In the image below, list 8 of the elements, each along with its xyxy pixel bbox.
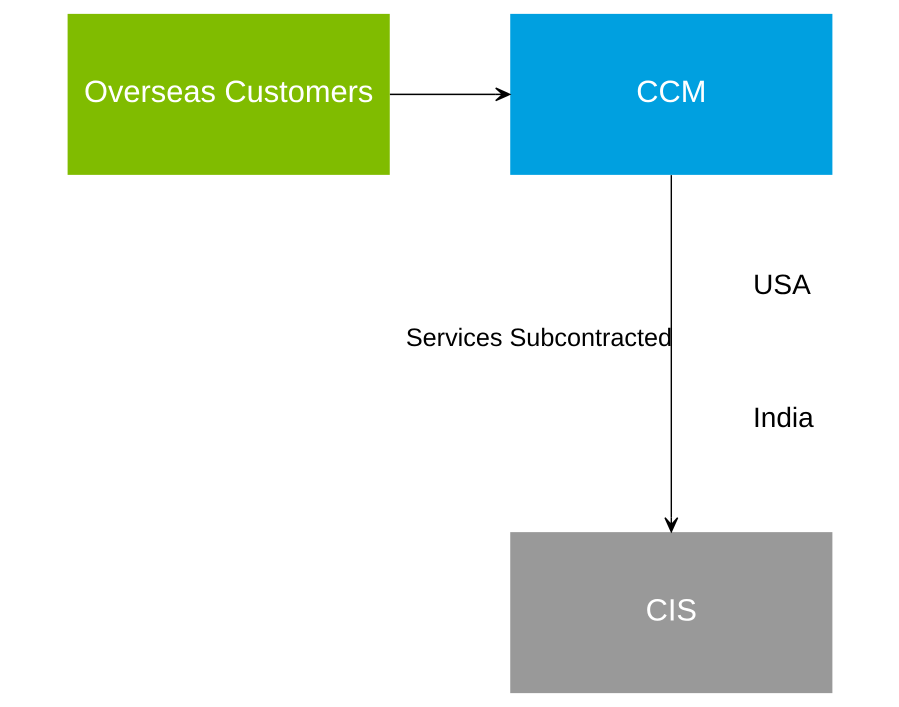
edge-label: Services Subcontracted	[405, 324, 672, 352]
node-box: CIS	[510, 532, 832, 694]
node-box: Overseas Customers	[67, 14, 390, 175]
arrow	[389, 87, 510, 102]
arrow	[664, 175, 678, 532]
node-box: CCM	[510, 14, 832, 175]
label: USA	[752, 268, 810, 300]
label: India	[752, 402, 814, 434]
